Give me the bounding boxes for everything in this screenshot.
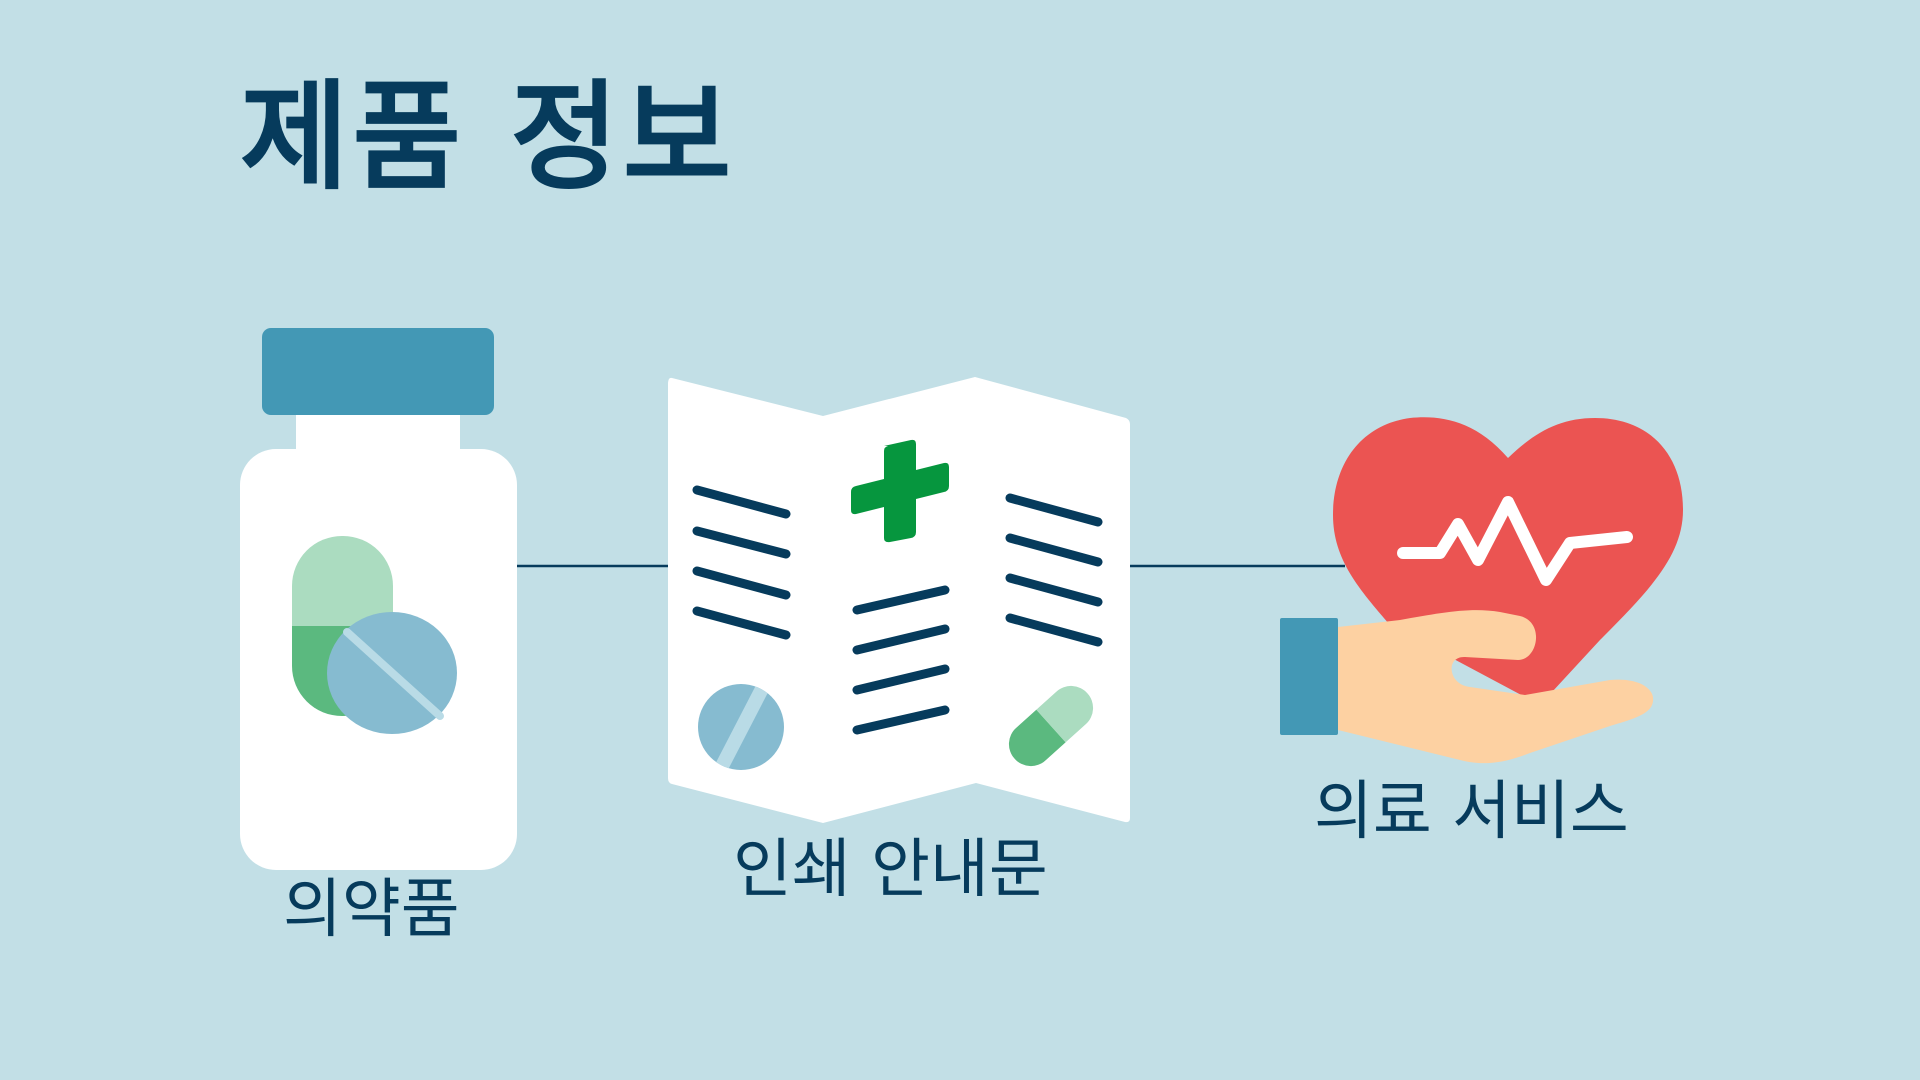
- hand-shape: [1338, 610, 1654, 764]
- label-brochure: 인쇄 안내문: [733, 833, 1048, 907]
- printed-brochure-icon: [668, 377, 1130, 823]
- text-lines-middle: [852, 585, 950, 735]
- small-capsule-icon: [999, 676, 1103, 776]
- medicine-bottle-icon: [240, 328, 517, 870]
- pulse-line-icon: [1397, 496, 1633, 586]
- tablet-icon: [327, 612, 457, 734]
- small-tablet-icon: [698, 684, 784, 770]
- text-lines-left: [692, 485, 791, 640]
- label-medicine: 의약품: [283, 873, 460, 947]
- page-title: 제품 정보: [240, 68, 736, 206]
- bottle-cap: [262, 328, 494, 415]
- text-lines-right: [1005, 493, 1103, 647]
- medical-cross-icon: [851, 439, 949, 543]
- heart-in-hand-icon: [1280, 417, 1683, 764]
- label-medical-service: 의료 서비스: [1314, 775, 1629, 849]
- sleeve-cuff: [1280, 618, 1338, 735]
